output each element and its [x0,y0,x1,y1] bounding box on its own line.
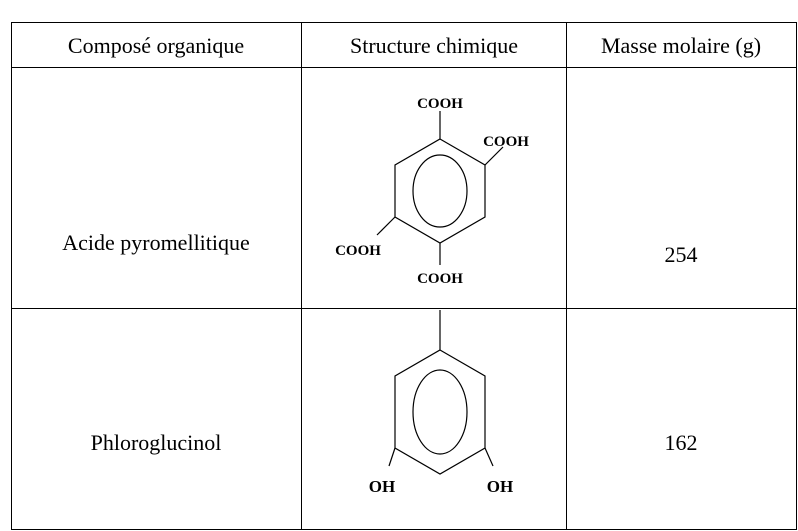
table-border-bottom [11,529,797,530]
row-divider [11,308,797,309]
pyromellitic-acid-structure-diagram: COOH COOH COOH COOH [335,96,529,287]
header-structure-chimique: Structure chimique [349,33,519,58]
compound-name-pyromellitic-acid: Acide pyromellitique [62,230,250,255]
column-divider-1 [301,22,302,530]
header-masse-molaire: Masse molaire (g) [600,33,762,58]
table-border-right [796,22,797,530]
table-border-top [11,22,797,23]
header-compose-organique: Composé organique [67,33,245,58]
cooh-label-bottom: COOH [417,271,463,287]
compound-table: Composé organique Structure chimique Mas… [11,22,797,530]
compound-name-phloroglucinol: Phloroglucinol [90,430,222,455]
column-divider-2 [566,22,567,530]
header-divider [11,67,797,68]
molar-mass-pyromellitic-acid: 254 [664,242,698,267]
oh-label-right: OH [487,477,513,496]
cooh-label-top: COOH [417,96,463,112]
cooh-label-right: COOH [483,134,529,150]
molar-mass-phloroglucinol: 162 [664,430,698,455]
oh-label-left: OH [369,477,395,496]
cooh-label-left: COOH [335,243,381,259]
table-border-left [11,22,12,530]
phloroglucinol-structure-diagram: OH OH [369,310,513,496]
